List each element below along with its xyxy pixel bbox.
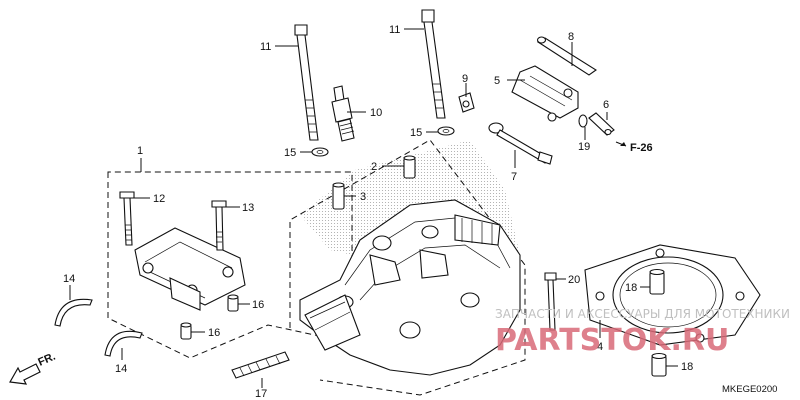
callout-5: 5: [494, 75, 500, 87]
stud-17: [231, 351, 290, 379]
head-gasket-4: [584, 244, 761, 346]
shaft-8: [536, 36, 597, 76]
pin-3: [332, 182, 345, 210]
f26-pointer: [615, 141, 627, 147]
dowel-pin-16b: [180, 322, 192, 340]
callout-12: 12: [153, 193, 165, 205]
callout-1: 1: [137, 145, 143, 157]
callout-7: 7: [511, 171, 517, 183]
callout-6: 6: [603, 99, 609, 111]
watermark: ЗАПЧАСТИ И АКСЕССУАРЫ ДЛЯ МОТОТЕХНИКИ PA…: [495, 307, 790, 358]
callout-labels: 11 11 10 9 8 5 6 19 15 15 1 2 3 7 12 13 …: [63, 24, 693, 400]
cylinder-head: [299, 199, 521, 376]
assembly-frame-1: [107, 171, 353, 359]
o-ring-19: [578, 114, 588, 128]
callout-19: 19: [578, 141, 590, 153]
clamp-9: [458, 92, 475, 113]
callout-2: 2: [371, 161, 377, 173]
leader-lines: [69, 28, 678, 388]
pin-2: [403, 155, 416, 179]
callout-3: 3: [360, 191, 366, 203]
callout-16-lower: 16: [208, 327, 220, 339]
rocker-arm-5: [511, 65, 579, 122]
watermark-tagline: ЗАПЧАСТИ И АКСЕССУАРЫ ДЛЯ МОТОТЕХНИКИ: [495, 307, 790, 321]
stud-bolt-11-right: [421, 9, 446, 119]
spark-plug-10: [331, 85, 355, 142]
bolt-20: [544, 272, 557, 331]
dowel-pin-18a: [649, 268, 665, 295]
bolt-12: [119, 191, 135, 246]
callout-8: 8: [568, 31, 574, 43]
front-label: FR.: [36, 351, 57, 369]
valve-7: [488, 122, 553, 165]
adjuster-screw-6: [588, 112, 615, 136]
stud-bolt-11-left: [294, 24, 319, 141]
section-reference: F-26: [630, 142, 653, 154]
callout-14-upper: 14: [63, 273, 75, 285]
half-moon-seal-14b: [104, 330, 143, 357]
callout-15-left: 15: [284, 147, 296, 159]
callout-16-upper: 16: [252, 299, 264, 311]
washer-15b: [437, 126, 455, 136]
callout-17: 17: [255, 388, 267, 400]
front-direction-arrow: FR.: [9, 351, 57, 385]
dowel-pin-18b: [651, 352, 667, 377]
callout-20: 20: [568, 274, 580, 286]
callout-15-right: 15: [410, 127, 422, 139]
callout-18-upper: 18: [625, 282, 637, 294]
callout-18-lower: 18: [681, 361, 693, 373]
callout-11-left: 11: [260, 41, 271, 53]
callout-4: 4: [597, 341, 603, 353]
washer-15a: [311, 147, 329, 157]
callout-9: 9: [462, 73, 468, 85]
assembly-frame-head: [289, 139, 526, 396]
callout-13: 13: [242, 202, 254, 214]
bolt-13: [211, 200, 227, 251]
callout-14-lower: 14: [115, 363, 127, 375]
half-moon-seal-14a: [54, 298, 93, 327]
callout-10: 10: [370, 107, 382, 119]
dowel-pin-16a: [227, 294, 239, 312]
callout-11-right: 11: [389, 24, 400, 36]
camshaft-holder: [134, 227, 246, 311]
drawing-code: MKEGE0200: [722, 384, 777, 395]
watermark-brand: PARTSTOK.RU: [495, 323, 729, 358]
